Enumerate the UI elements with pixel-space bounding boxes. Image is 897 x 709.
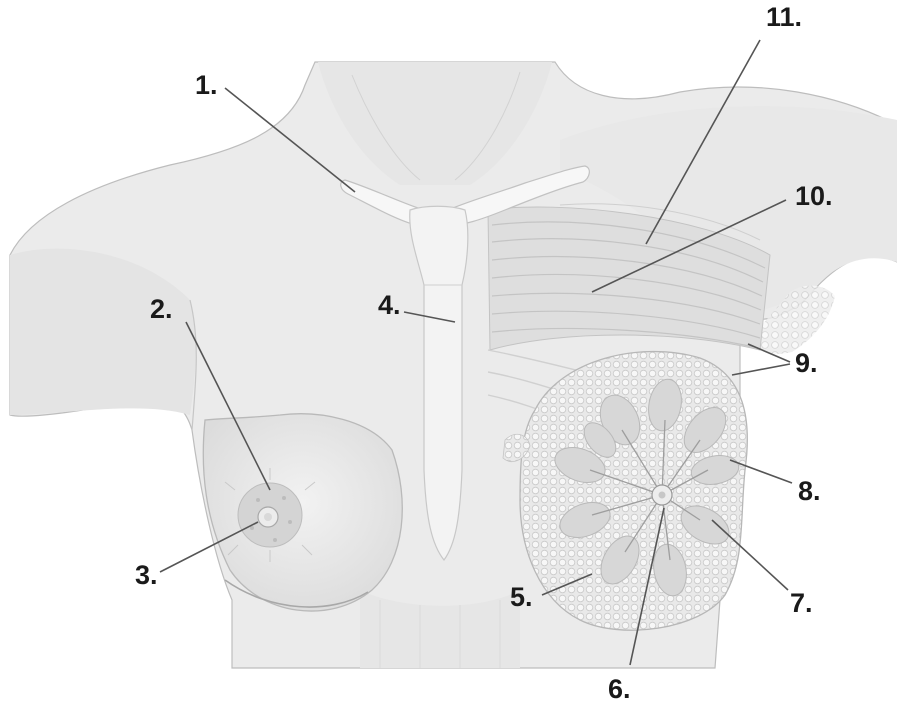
leader-9b [732,364,790,375]
breast-cutaway [520,351,747,630]
label-10: 10. [795,183,833,210]
label-6: 6. [608,676,631,703]
label-2: 2. [150,296,173,323]
nipple [258,507,278,527]
label-1: 1. [195,72,218,99]
label-5: 5. [510,584,533,611]
label-11: 11. [766,4,802,31]
label-7: 7. [790,590,813,617]
label-4: 4. [378,292,401,319]
label-3: 3. [135,562,158,589]
label-8: 8. [798,478,821,505]
label-9: 9. [795,350,818,377]
